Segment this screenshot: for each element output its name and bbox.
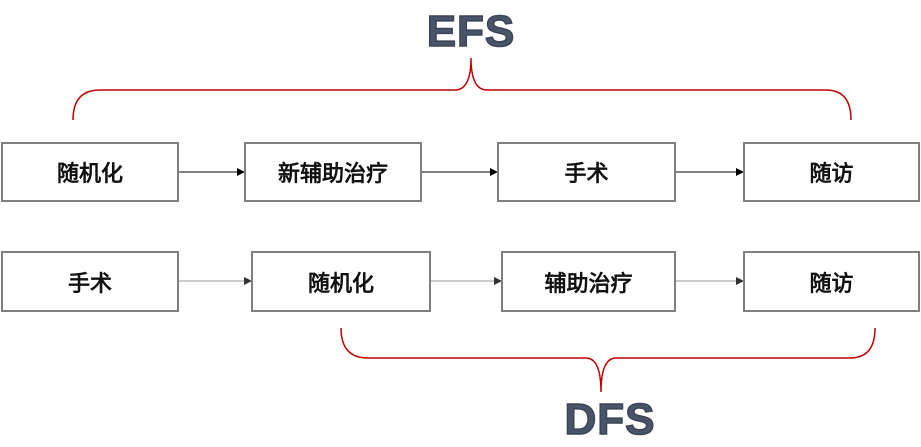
efs-bracket (72, 57, 852, 121)
dfs-bracket (340, 327, 876, 393)
row2-step-randomization: 随机化 (251, 251, 431, 312)
row1-step-neoadjuvant-therapy: 新辅助治疗 (244, 142, 422, 202)
row1-step-follow-up: 随访 (743, 142, 920, 202)
dfs-label: DFS (564, 395, 656, 444)
row2-step-surgery: 手术 (1, 251, 179, 312)
efs-label: EFS (426, 7, 516, 56)
row1-step-randomization: 随机化 (1, 142, 179, 202)
row2-step-follow-up: 随访 (743, 251, 920, 312)
row2-step-adjuvant-therapy: 辅助治疗 (501, 251, 676, 312)
row1-step-surgery: 手术 (497, 142, 676, 202)
